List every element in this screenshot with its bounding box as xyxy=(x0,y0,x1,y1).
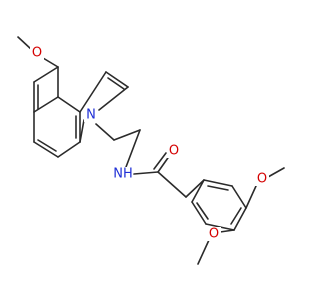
bond-ring-c-double xyxy=(230,207,242,225)
nh-amide-bg xyxy=(113,167,133,181)
bond-o-para-methyl xyxy=(267,167,285,178)
bond-ch2-nh xyxy=(125,129,141,168)
bond-c3a-c4side xyxy=(57,96,81,113)
bond-c3-c2 xyxy=(105,71,129,88)
bond-ring-f xyxy=(191,179,205,203)
n-indole-label: N xyxy=(86,108,96,123)
atom-labels-group: O N NH O O O xyxy=(30,46,269,242)
nh-amide-label: NH xyxy=(113,167,133,182)
bond-o-meta-methyl xyxy=(197,239,210,265)
o-methoxy-meta-label: O xyxy=(209,227,219,242)
o-methoxy-meta-bg xyxy=(207,227,221,241)
bond-ring-o-para xyxy=(245,185,257,209)
bond-ch2-ch2 xyxy=(113,129,141,141)
bond-ring-bottom-left-double xyxy=(37,139,57,152)
o-carbonyl-label: O xyxy=(169,144,179,159)
bond-methyl-o-indole xyxy=(17,36,33,51)
bond-c4-c5 xyxy=(33,66,59,83)
bond-co-ch2 xyxy=(157,171,187,198)
bond-n-ch2 xyxy=(95,123,115,141)
bond-ring-o-meta xyxy=(219,229,235,233)
o-methoxy-indole-bg xyxy=(30,46,44,60)
bond-ch2-ring xyxy=(185,179,205,198)
bond-ring-a-double xyxy=(207,185,229,191)
bonds-group xyxy=(17,36,285,265)
bond-n-c7a xyxy=(79,119,85,143)
bond-ring-c xyxy=(233,207,247,231)
bond-ring-bottom-right xyxy=(57,141,81,158)
bond-c2-n xyxy=(98,86,129,111)
bond-c3a-c3 xyxy=(79,71,107,113)
bond-ring-e-double xyxy=(196,202,209,220)
o-carbonyl-bg xyxy=(167,144,181,158)
o-methoxy-para-bg xyxy=(255,172,269,186)
bond-c3-c2-double xyxy=(107,77,125,90)
molecule-structure: O N NH O O O xyxy=(17,36,285,265)
o-methoxy-indole-label: O xyxy=(32,46,42,61)
bond-o-c4 xyxy=(42,57,59,68)
bond-ring-bottom-left xyxy=(33,141,59,158)
bond-ring-b xyxy=(231,185,247,209)
bond-ring-a xyxy=(203,179,233,187)
bond-ring-e xyxy=(191,201,207,225)
bond-co-o-double xyxy=(153,152,167,170)
o-methoxy-para-label: O xyxy=(257,172,267,187)
n-indole-bg xyxy=(84,108,98,122)
bond-nh-co xyxy=(133,171,159,175)
